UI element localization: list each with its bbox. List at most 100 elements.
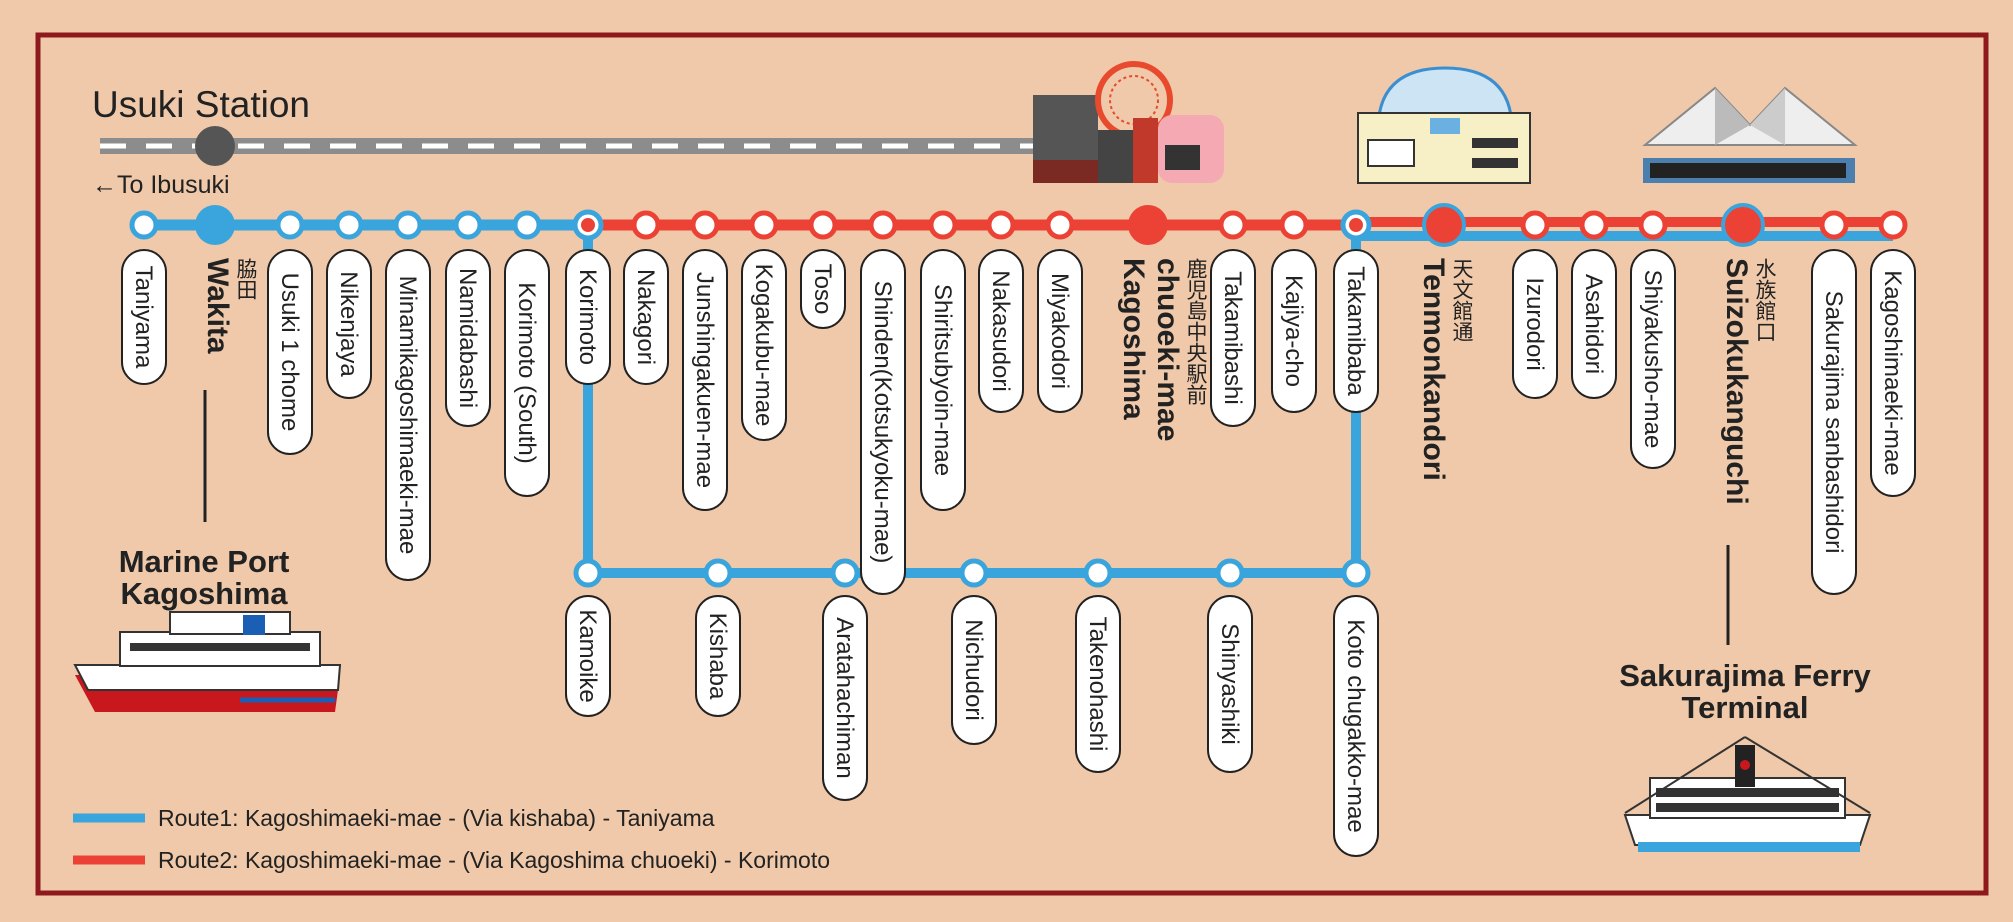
jr-line: [100, 126, 1038, 166]
major-station-name: Tenmonkandori: [1417, 258, 1450, 481]
station-name: Nichudori: [960, 619, 987, 720]
station-name: Aratahachiman: [831, 617, 858, 778]
map-frame: [35, 32, 1989, 896]
station-name: Taniyama: [130, 266, 157, 369]
station-name: Takamibashi: [1219, 271, 1246, 404]
station-name: Kajiya-cho: [1280, 275, 1307, 387]
usuki-station-title: Usuki Station: [92, 84, 310, 125]
station-marker-kajiya-cho[interactable]: [1279, 210, 1309, 240]
station-marker-nikenjaya[interactable]: [334, 210, 364, 240]
station-marker-namidabashi[interactable]: [453, 210, 483, 240]
station-name: Shiritsubyoin-mae: [929, 284, 956, 476]
station-label-pill: [1512, 249, 1558, 399]
station-label-pill: [267, 249, 313, 455]
station-name: Koto chugakko-mae: [1342, 619, 1369, 832]
station-marker-korimoto-south[interactable]: [512, 210, 542, 240]
major-station-name: Wakita: [201, 258, 234, 354]
landmark-label: Sakurajima Ferry: [1619, 658, 1871, 693]
junction-core: [581, 218, 595, 232]
station-name: Takamibaba: [1342, 266, 1369, 396]
station-label-pill: [385, 249, 431, 581]
station-marker-aratahachiman[interactable]: [830, 558, 860, 588]
station-marker-nakagori[interactable]: [631, 210, 661, 240]
station-label-pill: [1811, 249, 1857, 595]
station-label-pill: [1630, 249, 1676, 469]
station-marker-kagoshima-chuoeki-mae[interactable]: [1128, 205, 1168, 245]
station-marker-junshingakuen-mae[interactable]: [690, 210, 720, 240]
station-label-pill: [121, 249, 167, 385]
station-name: Kamoike: [574, 609, 601, 702]
tent-building-icon: [1642, 86, 1858, 183]
station-label-pill: [1075, 595, 1121, 773]
station-label-pill: [1271, 249, 1317, 413]
station-name: Shinden(Kotsukyoku-mae): [869, 281, 896, 564]
landmark-label: Marine Port: [119, 544, 290, 579]
station-name: Miyakodori: [1046, 273, 1073, 389]
station-marker-shiyakusho-mae[interactable]: [1638, 210, 1668, 240]
station-label-pill: [445, 249, 491, 427]
station-label-pill: [800, 249, 846, 329]
station-label-pill: [1333, 249, 1379, 413]
station-label-pill: [1210, 249, 1256, 427]
station-marker-takenohashi[interactable]: [1083, 558, 1113, 588]
to-ibusuki-label: ←To Ibusuki: [92, 171, 230, 199]
station-marker-wakita[interactable]: [195, 205, 235, 245]
ferry-icon: [1623, 736, 1872, 852]
station-marker-kishaba[interactable]: [703, 558, 733, 588]
station-marker-nichudori[interactable]: [959, 558, 989, 588]
station-marker-usuki-1-chome[interactable]: [275, 210, 305, 240]
station-marker-kogakubu-mae[interactable]: [749, 210, 779, 240]
station-name: Shinyashiki: [1216, 623, 1243, 744]
station-name: Takenohashi: [1084, 617, 1111, 752]
station-marker-asahidori[interactable]: [1579, 210, 1609, 240]
station-label-pill: [822, 595, 868, 801]
station-label-pill: [978, 249, 1024, 413]
major-ring: [1422, 203, 1466, 247]
station-marker-suizokukanguchi[interactable]: [1723, 205, 1763, 245]
station-label-pill: [860, 249, 906, 595]
station-name: Junshingakuen-mae: [691, 272, 718, 488]
landmark-label: Terminal: [1682, 690, 1809, 725]
ferris-wheel-icon: [1033, 61, 1224, 183]
station-marker-minamikagoshimaeki-mae[interactable]: [393, 210, 423, 240]
station-marker-shinden-kotsukyoku-mae[interactable]: [868, 210, 898, 240]
station-name: Nakagori: [632, 269, 659, 365]
station-name: Kagoshimaeki-mae: [1879, 270, 1906, 475]
legend-label-route1: Route1: Kagoshimaeki-mae - (Via kishaba)…: [158, 805, 715, 831]
station-label-pill: [741, 249, 787, 441]
station-name: Toso: [809, 264, 836, 315]
station-label-pill: [623, 249, 669, 385]
station-name-jp: 脇田: [234, 258, 258, 300]
junction-core: [1349, 218, 1363, 232]
station-marker-koto-chugakko-mae[interactable]: [1341, 558, 1371, 588]
station-marker-kagoshimaeki-mae[interactable]: [1878, 210, 1908, 240]
station-label-pill: [504, 249, 550, 497]
arch-building-icon: [1357, 66, 1531, 184]
station-marker-toso[interactable]: [808, 210, 838, 240]
station-label-pill: [326, 249, 372, 399]
station-marker-shinyashiki[interactable]: [1215, 558, 1245, 588]
station-marker-taniyama[interactable]: [129, 210, 159, 240]
station-name: Korimoto: [574, 269, 601, 365]
station-marker-tenmonkandori[interactable]: [1424, 205, 1464, 245]
station-name: Kishaba: [704, 613, 731, 700]
station-name: Korimoto (South): [513, 282, 540, 463]
station-name: Asahidori: [1580, 274, 1607, 374]
major-ring: [1721, 203, 1765, 247]
station-marker-kamoike[interactable]: [573, 558, 603, 588]
station-label-pill: [682, 249, 728, 511]
station-name: Kogakubu-mae: [750, 264, 777, 427]
station-marker-shiritsubyoin-mae[interactable]: [928, 210, 958, 240]
station-marker-nakasudori[interactable]: [986, 210, 1016, 240]
station-name: Izurodori: [1521, 277, 1548, 370]
station-name: Nakasudori: [987, 270, 1014, 391]
station-marker-izurodori[interactable]: [1520, 210, 1550, 240]
station-marker-sakurajima-sanbashidori[interactable]: [1819, 210, 1849, 240]
station-label-pill: [695, 595, 741, 717]
station-label-pill: [951, 595, 997, 745]
station-label-pill: [1571, 249, 1617, 399]
station-label-pill: [920, 249, 966, 511]
station-marker-takamibashi[interactable]: [1218, 210, 1248, 240]
station-marker-miyakodori[interactable]: [1045, 210, 1075, 240]
